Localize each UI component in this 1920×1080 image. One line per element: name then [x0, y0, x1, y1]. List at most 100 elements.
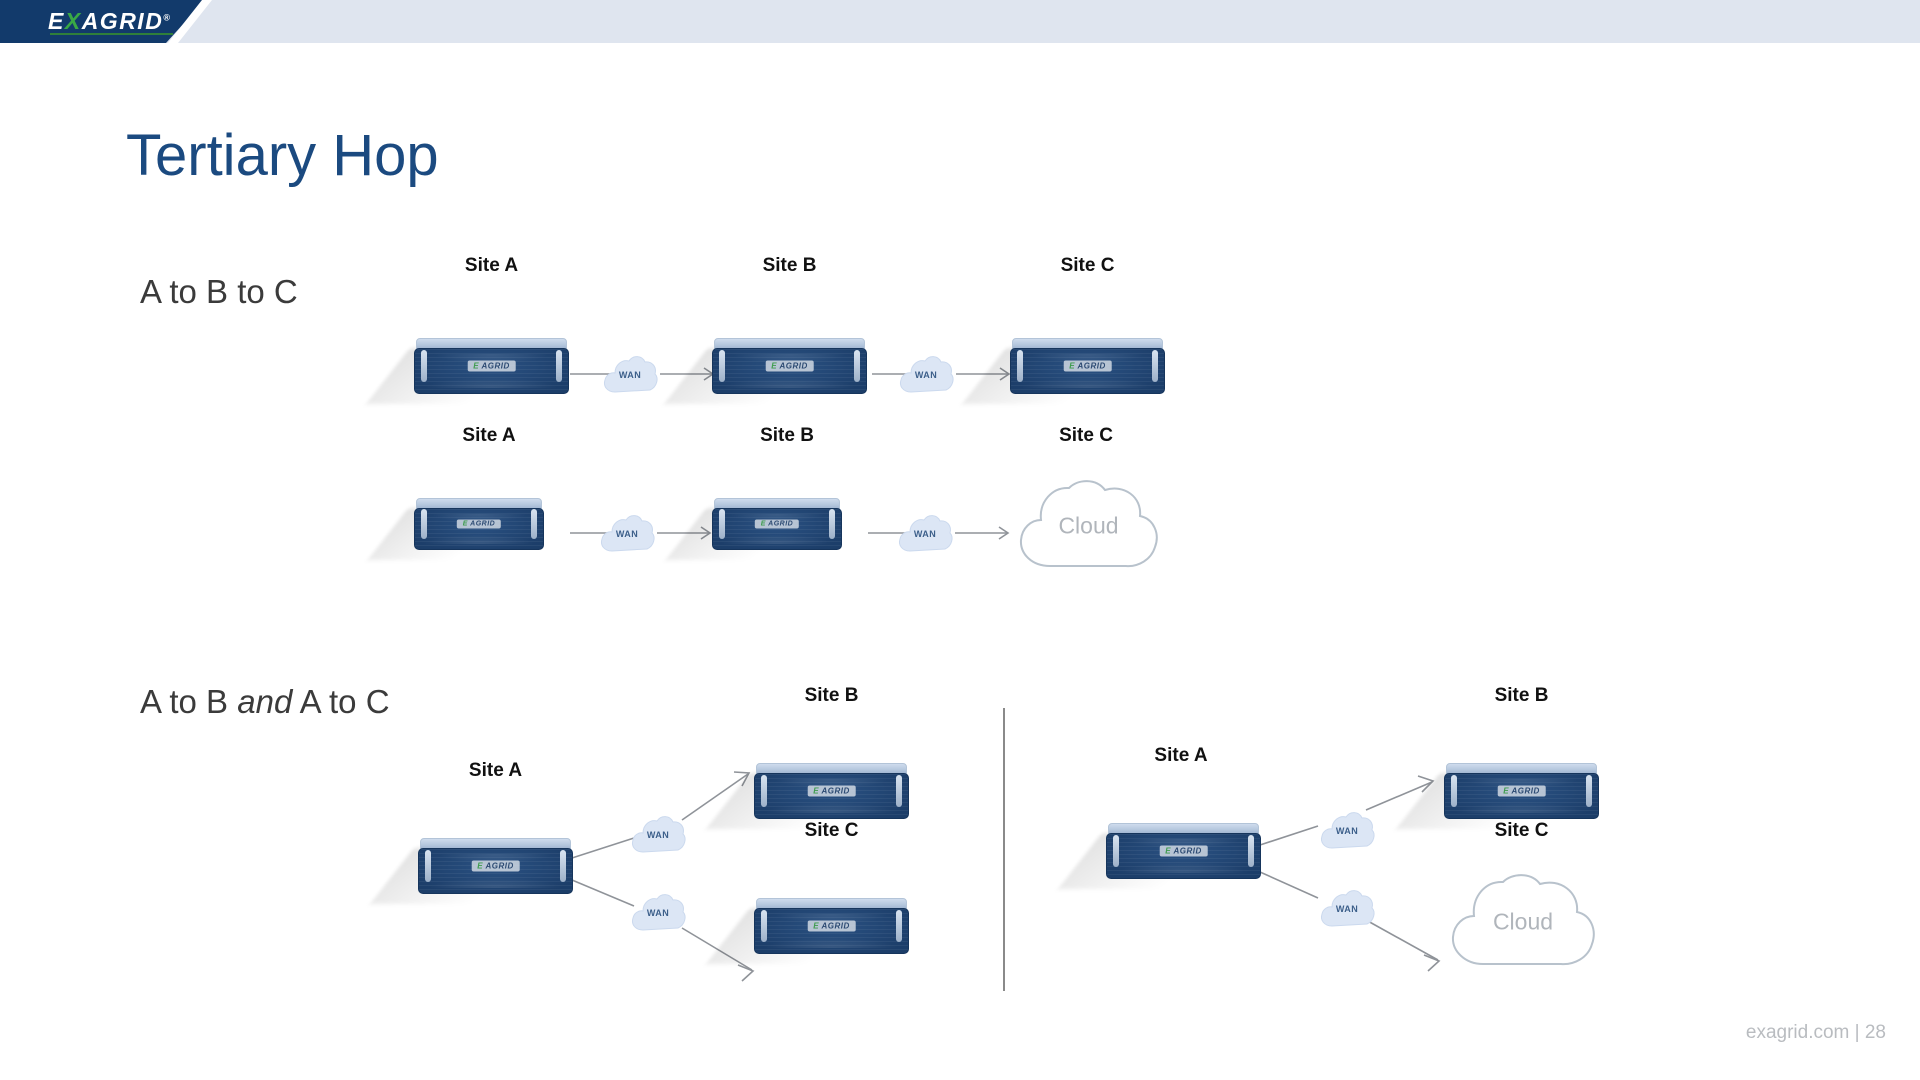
appliance-logo-badge: E AGRID — [1159, 845, 1208, 857]
appliance-right-bezel — [896, 775, 902, 807]
appliance-left-bezel — [719, 509, 725, 539]
badge-agrid-text: AGRID — [821, 786, 850, 796]
row2-cloud-label: Cloud — [1058, 512, 1119, 539]
appliance-logo-badge: E AGRID — [765, 360, 814, 372]
logo-x-letter: X — [64, 8, 82, 34]
appliance-right-bezel — [556, 350, 562, 382]
appliance-front-face — [712, 508, 842, 550]
badge-agrid-text: AGRID — [485, 861, 514, 871]
row1-site-a-appliance: E AGRID — [366, 338, 569, 404]
wan-cloud-shape — [632, 816, 686, 853]
logo-registered-mark: ® — [163, 12, 172, 23]
exagrid-logo: EXAGRID® — [48, 8, 172, 34]
row2-wan-2: WAN — [896, 511, 954, 555]
cloud-outline — [1451, 874, 1595, 966]
row1-site-c-label: Site C — [1060, 255, 1115, 276]
row3l-site-a-node: Site A E AGRID — [370, 760, 573, 904]
section-label-a-to-b-and-a-to-c: A to B and A to C — [140, 683, 390, 721]
row3r-cloud-shape: Cloud — [1448, 872, 1598, 968]
wan-cloud-shape — [1321, 812, 1375, 849]
badge-e-letter: E — [462, 520, 468, 528]
row2-site-b-node: Site B E AGRID — [665, 425, 862, 560]
appliance-left-bezel — [1451, 775, 1457, 807]
badge-e-letter: E — [1503, 786, 1510, 796]
section-label-italic-and: and — [237, 683, 293, 720]
row1-site-c-appliance: E AGRID — [962, 338, 1165, 404]
appliance-wave-pattern — [720, 513, 834, 545]
appliance-left-bezel — [425, 850, 431, 882]
appliance-logo-badge: E AGRID — [807, 785, 856, 797]
badge-agrid-text: AGRID — [481, 361, 510, 371]
row3l-wan-bottom: WAN — [629, 890, 687, 934]
wan-cloud-shape — [900, 356, 954, 393]
row3r-wan-top: WAN — [1318, 808, 1376, 852]
appliance-right-bezel — [560, 850, 566, 882]
appliance-left-bezel — [1113, 835, 1119, 867]
badge-e-letter: E — [813, 921, 820, 931]
row3r-site-a-label: Site A — [1154, 745, 1208, 766]
row3l-site-a-label: Site A — [468, 760, 523, 781]
row3r-cloud-label: Cloud — [1492, 908, 1554, 935]
row3r-site-a-node: Site A E AGRID — [1058, 745, 1261, 889]
badge-agrid-text: AGRID — [1511, 786, 1540, 796]
row2-wan-2-label: WAN — [913, 528, 937, 539]
row1-site-b-node: Site B E AGRID — [664, 255, 867, 404]
row2-site-a-appliance: E AGRID — [367, 498, 544, 560]
appliance-wave-pattern — [422, 513, 536, 545]
appliance-right-bezel — [531, 509, 537, 539]
row3r-site-b-appliance: E AGRID — [1396, 763, 1599, 829]
wan-cloud-shape — [1321, 890, 1375, 927]
row1-site-c-node: Site C E AGRID — [962, 255, 1165, 404]
row2-cloud-shape: Cloud — [1016, 478, 1161, 570]
row1-arrow-wan2-to-c — [956, 367, 1011, 381]
row3r-wan-bottom: WAN — [1318, 886, 1376, 930]
row3r-wan-top-label: WAN — [1335, 825, 1359, 836]
appliance-right-bezel — [854, 350, 860, 382]
appliance-left-bezel — [421, 509, 427, 539]
badge-e-letter: E — [1165, 846, 1172, 856]
row3r-wan-bottom-label: WAN — [1335, 903, 1359, 914]
appliance-left-bezel — [421, 350, 427, 382]
row3l-wan-top-label: WAN — [646, 829, 670, 840]
row2-site-a-node: Site A E AGRID — [367, 425, 564, 560]
appliance-left-bezel — [1017, 350, 1023, 382]
appliance-right-bezel — [1586, 775, 1592, 807]
row2-wan-1: WAN — [598, 511, 656, 555]
section-label-part2: A to C — [292, 683, 390, 720]
wan-cloud-shape — [899, 515, 953, 552]
row3l-site-b-label: Site B — [804, 685, 859, 706]
footer-text: exagrid.com | 28 — [1745, 1022, 1886, 1043]
row1-site-a-node: Site A E AGRID — [366, 255, 569, 404]
badge-agrid-text: AGRID — [1077, 361, 1106, 371]
row3l-site-c-label: Site C — [804, 820, 859, 841]
row2-site-c-cloud-node: Site C Cloud — [1012, 425, 1161, 570]
badge-agrid-text: AGRID — [821, 921, 850, 931]
row3l-site-b-node: Site B E AGRID — [706, 685, 909, 829]
appliance-right-bezel — [1248, 835, 1254, 867]
row2-site-b-appliance: E AGRID — [665, 498, 842, 560]
row2-site-c-label: Site C — [1059, 425, 1113, 446]
appliance-logo-badge: E AGRID — [1063, 360, 1112, 372]
row1-wan-2: WAN — [897, 352, 955, 396]
row3l-wan-bottom-label: WAN — [646, 907, 670, 918]
section-label-part1: A to B — [140, 683, 238, 720]
header-navy-block — [0, 0, 205, 43]
appliance-front-face — [414, 508, 544, 550]
badge-agrid-text: AGRID — [779, 361, 808, 371]
row3r-site-c-cloud-node: Site C Cloud — [1444, 820, 1599, 980]
appliance-logo-badge: E AGRID — [1497, 785, 1546, 797]
badge-e-letter: E — [1069, 361, 1076, 371]
appliance-left-bezel — [719, 350, 725, 382]
row3l-branch-to-site-b — [571, 771, 751, 859]
appliance-right-bezel — [829, 509, 835, 539]
top-header-bar: EXAGRID® — [0, 0, 1920, 43]
appliance-logo-badge: E AGRID — [754, 519, 800, 529]
row1-wan-2-label: WAN — [914, 369, 938, 380]
row1-site-b-label: Site B — [762, 255, 817, 276]
row2-site-a-label: Site A — [462, 425, 516, 446]
badge-agrid-text: AGRID — [1173, 846, 1202, 856]
row3l-branch-to-site-c — [571, 879, 755, 982]
badge-e-letter: E — [477, 861, 484, 871]
row3r-branch-to-site-b — [1259, 775, 1435, 846]
appliance-logo-badge: E AGRID — [456, 519, 502, 529]
